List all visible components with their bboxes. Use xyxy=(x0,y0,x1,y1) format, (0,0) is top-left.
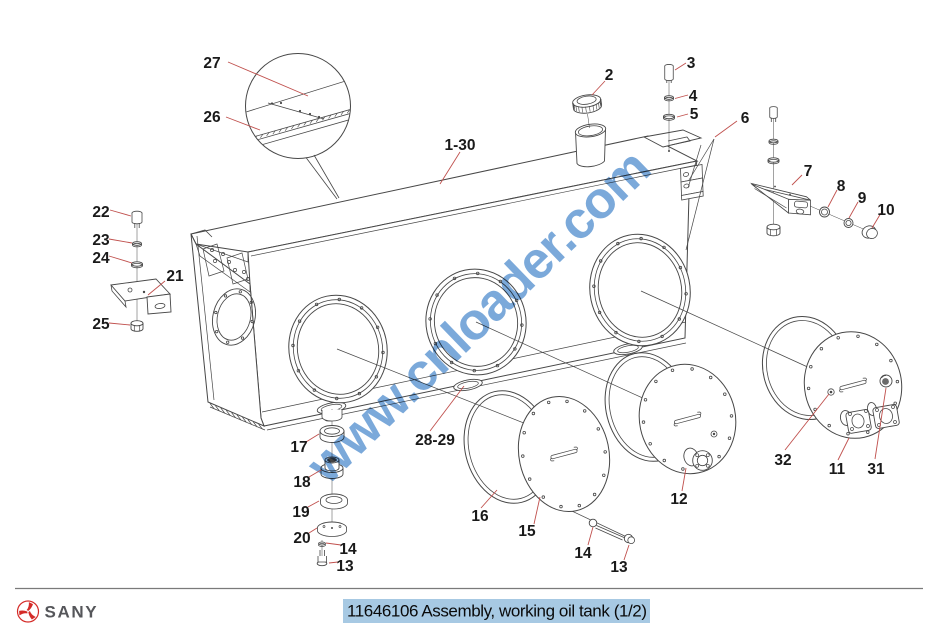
svg-text:32: 32 xyxy=(774,452,791,469)
svg-text:11646106 Assembly, working oil: 11646106 Assembly, working oil tank (1/2… xyxy=(347,602,647,621)
svg-text:13: 13 xyxy=(610,559,628,576)
svg-text:1-30: 1-30 xyxy=(444,137,475,154)
svg-text:6: 6 xyxy=(741,110,750,127)
svg-text:7: 7 xyxy=(804,163,813,180)
svg-text:10: 10 xyxy=(877,202,894,219)
svg-text:19: 19 xyxy=(292,504,310,521)
svg-text:8: 8 xyxy=(837,178,846,195)
svg-text:13: 13 xyxy=(336,558,354,575)
svg-text:14: 14 xyxy=(339,541,357,558)
svg-text:22: 22 xyxy=(92,204,109,221)
svg-text:26: 26 xyxy=(203,109,221,126)
svg-text:11: 11 xyxy=(829,461,846,478)
svg-text:2: 2 xyxy=(605,67,614,84)
svg-text:17: 17 xyxy=(290,439,307,456)
svg-text:SANY: SANY xyxy=(45,603,99,622)
svg-text:3: 3 xyxy=(687,55,696,72)
svg-text:4: 4 xyxy=(689,88,698,105)
svg-text:5: 5 xyxy=(690,106,699,123)
svg-text:12: 12 xyxy=(670,491,687,508)
svg-text:15: 15 xyxy=(518,523,536,540)
svg-text:21: 21 xyxy=(166,268,184,285)
svg-text:16: 16 xyxy=(471,508,489,525)
svg-text:14: 14 xyxy=(574,545,592,562)
svg-text:28-29: 28-29 xyxy=(415,432,455,449)
svg-text:20: 20 xyxy=(293,530,310,547)
svg-text:31: 31 xyxy=(867,461,885,478)
svg-text:27: 27 xyxy=(203,55,220,72)
svg-text:25: 25 xyxy=(92,316,110,333)
svg-text:23: 23 xyxy=(92,232,110,249)
svg-text:18: 18 xyxy=(293,474,311,491)
svg-text:9: 9 xyxy=(858,190,867,207)
svg-text:24: 24 xyxy=(92,250,110,267)
